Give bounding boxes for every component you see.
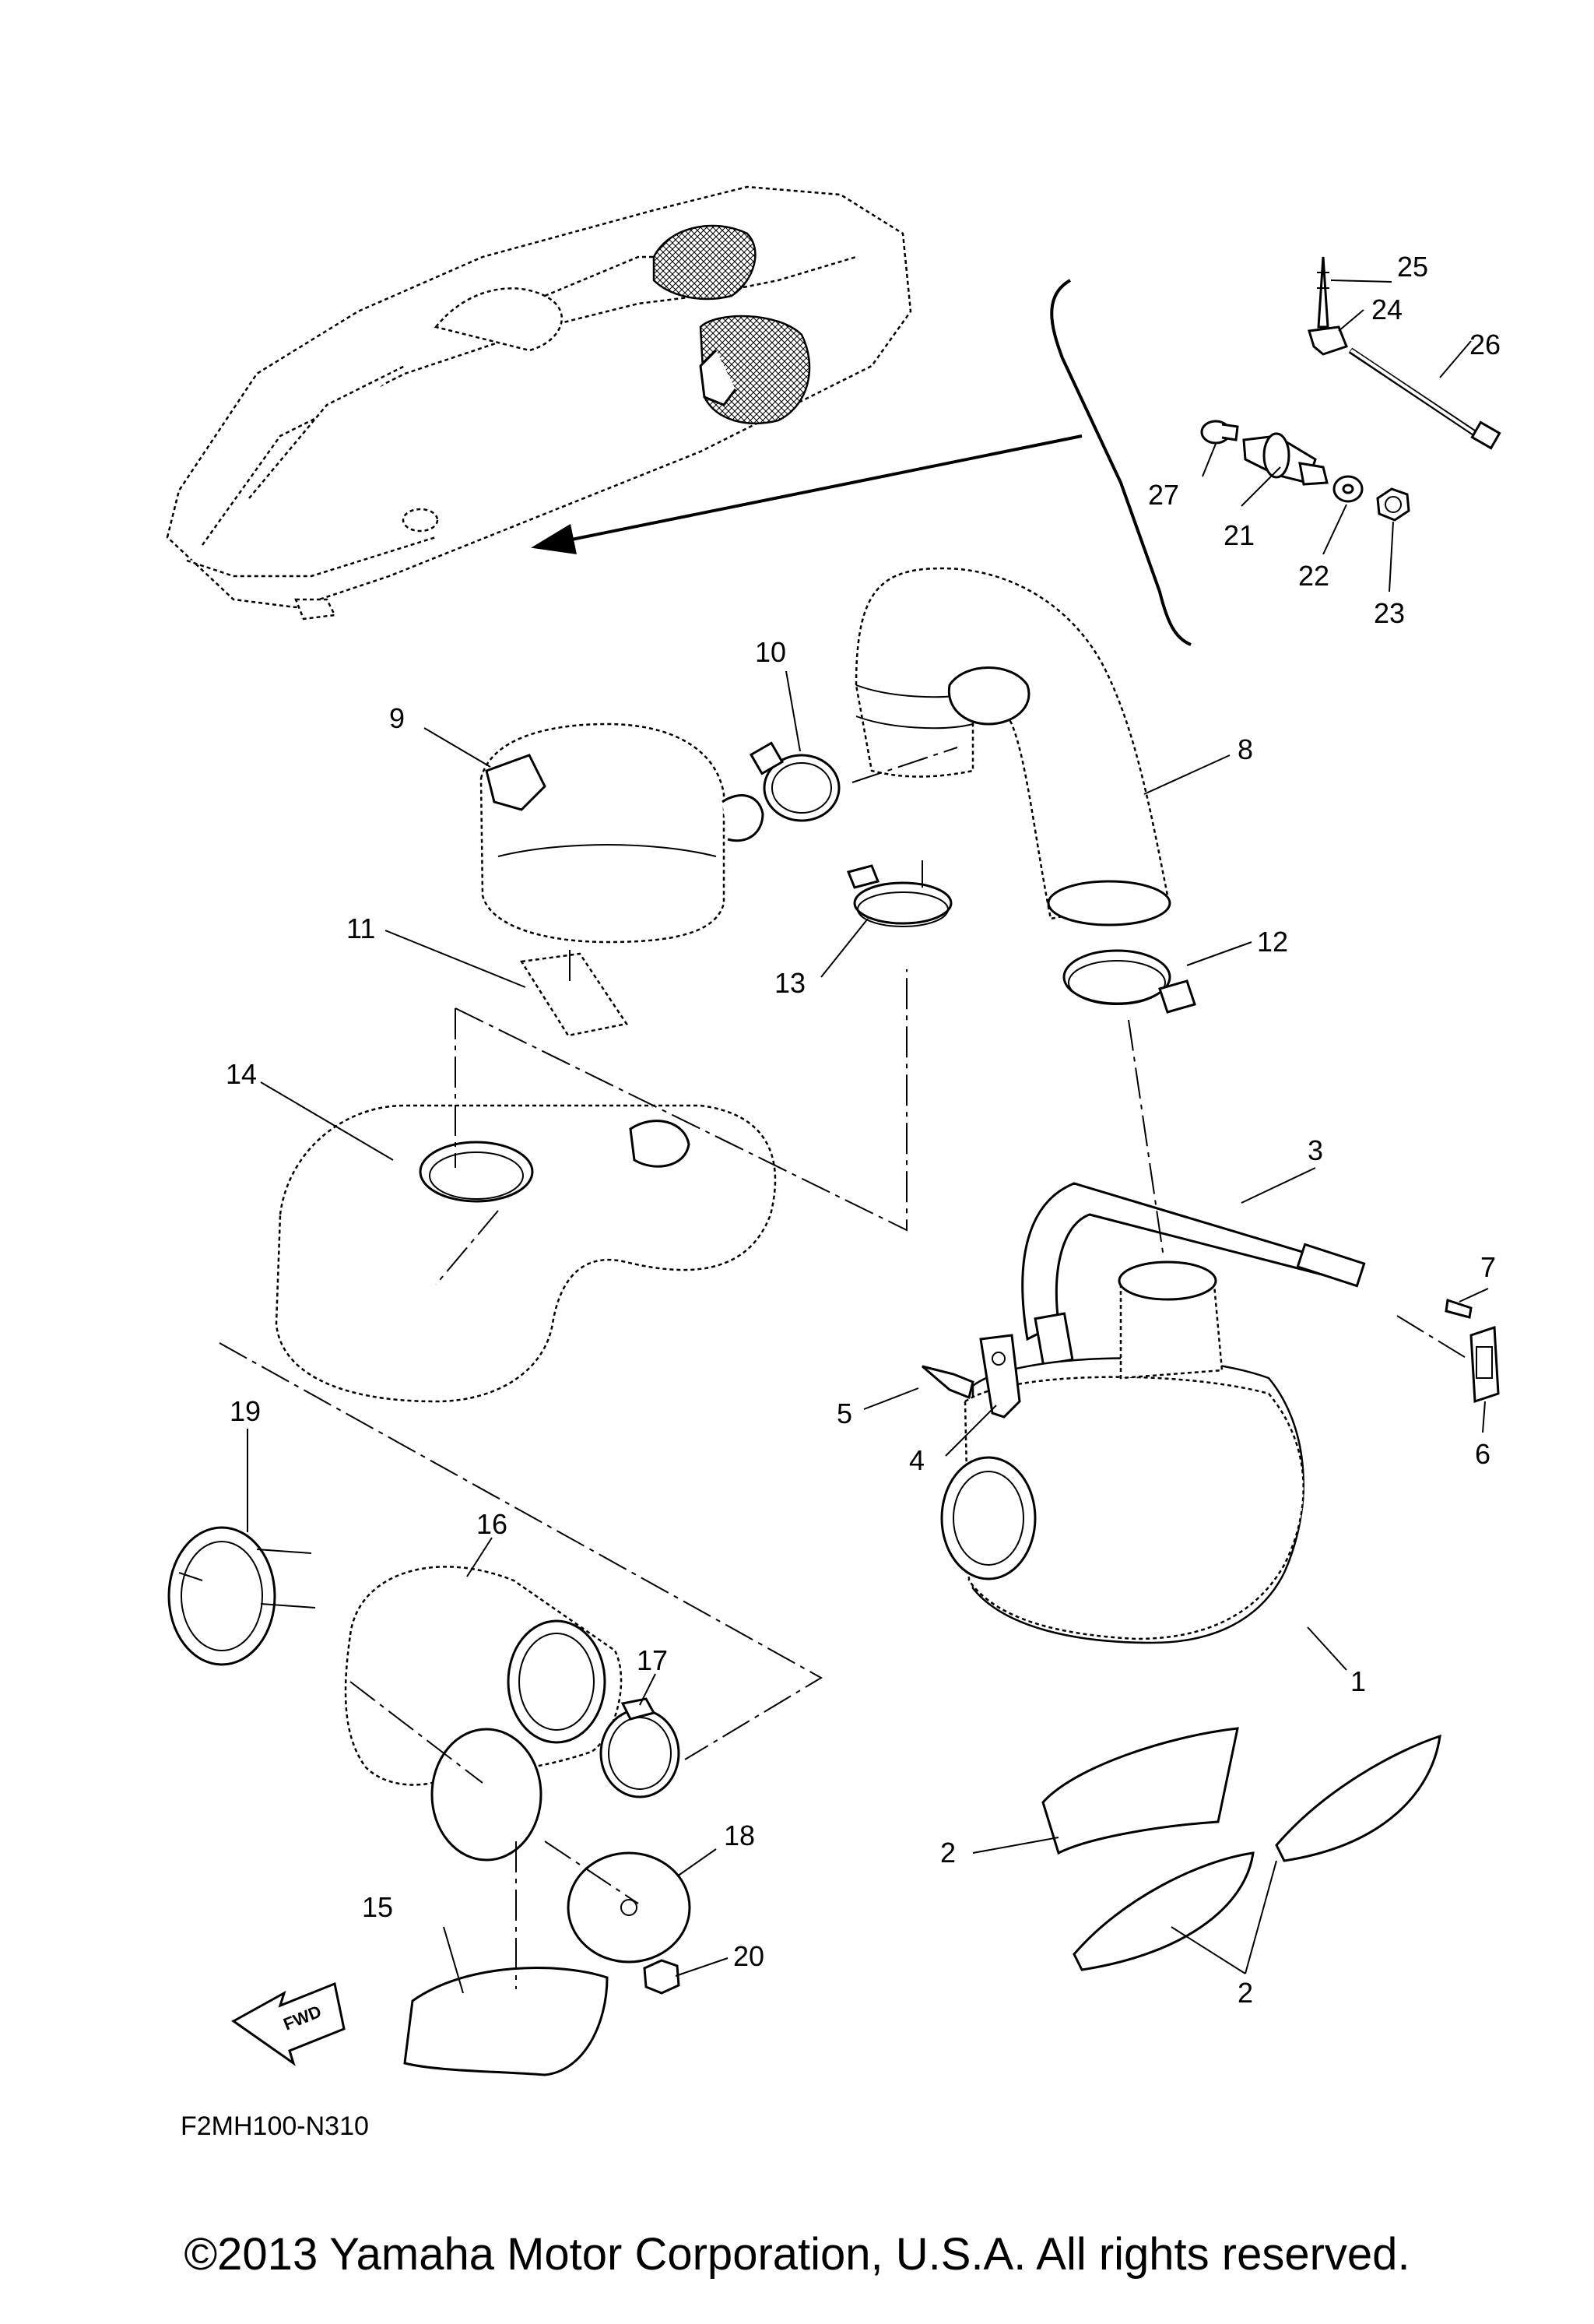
callout-labels: 1 2 2 3 4 5 6 7 8 9 10 11 12 13 14 15 16… [226, 251, 1501, 2009]
cable-tie-part-26 [1348, 347, 1501, 450]
mounting-bolt-part-25 [1317, 256, 1329, 329]
callout-27: 27 [1148, 479, 1179, 511]
bracket-part-4 [979, 1334, 1021, 1419]
nut-part-23 [1376, 487, 1410, 522]
pad-part-11 [519, 952, 629, 1037]
callout-15: 15 [362, 1891, 393, 1923]
watercraft-overview [166, 185, 912, 621]
screw-part-7 [1445, 1299, 1473, 1319]
pad-part-2-a [1041, 1727, 1239, 1855]
copyright-notice: ©2013 Yamaha Motor Corporation, U.S.A. A… [184, 2229, 1410, 2280]
callout-16: 16 [476, 1508, 507, 1540]
callout-26: 26 [1469, 329, 1501, 360]
callout-25: 25 [1397, 251, 1428, 283]
muffler-part-1 [940, 1260, 1304, 1644]
callout-12: 12 [1257, 926, 1288, 958]
hose-clamp-part-17 [599, 1697, 680, 1798]
rivet-part-5 [922, 1365, 974, 1400]
pad-part-2-c [1073, 1851, 1255, 1971]
resonator-tank-part-14 [275, 1104, 777, 1403]
outlet-elbow-part-16 [344, 1566, 623, 1862]
plate-part-18 [567, 1851, 691, 1964]
clip-part-27 [1200, 420, 1239, 445]
assembly-lines [219, 747, 1468, 1989]
leader-lines [247, 280, 1489, 1994]
callout-24: 24 [1371, 294, 1403, 325]
callout-11: 11 [346, 912, 375, 944]
callout-7: 7 [1480, 1251, 1496, 1283]
holder-part-6 [1469, 1325, 1500, 1404]
stud-part-21 [1242, 432, 1329, 486]
callout-1: 1 [1350, 1665, 1366, 1697]
callout-14: 14 [226, 1058, 257, 1090]
callout-18: 18 [724, 1819, 755, 1851]
hose-clamp-part-13 [846, 864, 953, 927]
callout-2a: 2 [940, 1837, 956, 1869]
callout-23: 23 [1374, 597, 1405, 629]
pad-part-2-b [1275, 1734, 1441, 1862]
washer-part-22 [1332, 475, 1364, 503]
callout-21: 21 [1224, 519, 1255, 551]
flange-part-19 [167, 1526, 316, 1666]
detail-arrow [531, 434, 1083, 555]
clamp-part-10 [749, 741, 841, 822]
callout-9: 9 [389, 702, 405, 734]
callout-2b: 2 [1238, 1977, 1253, 2009]
callout-8: 8 [1238, 733, 1253, 765]
elbow-duct-part-8 [855, 567, 1171, 926]
callout-20: 20 [733, 1940, 764, 1972]
detail-bracket [1050, 279, 1192, 646]
callout-17: 17 [637, 1644, 668, 1676]
fwd-arrow-icon: FWD [231, 1981, 346, 2066]
callout-5: 5 [837, 1398, 852, 1429]
callout-22: 22 [1298, 560, 1329, 592]
strap-part-3 [1021, 1182, 1366, 1366]
callout-3: 3 [1308, 1134, 1323, 1166]
hose-clamp-part-12 [1062, 949, 1196, 1014]
callout-6: 6 [1475, 1438, 1490, 1470]
air-box-part-9 [479, 723, 764, 944]
nut-part-20 [643, 1959, 680, 1995]
grommet-part-24 [1308, 325, 1348, 356]
callout-13: 13 [774, 967, 806, 999]
pad-part-15 [403, 1967, 609, 2076]
callout-19: 19 [230, 1395, 261, 1427]
callout-4: 4 [909, 1444, 925, 1476]
callout-10: 10 [755, 636, 786, 668]
drawing-code: F2MH100-N310 [181, 2111, 369, 2141]
